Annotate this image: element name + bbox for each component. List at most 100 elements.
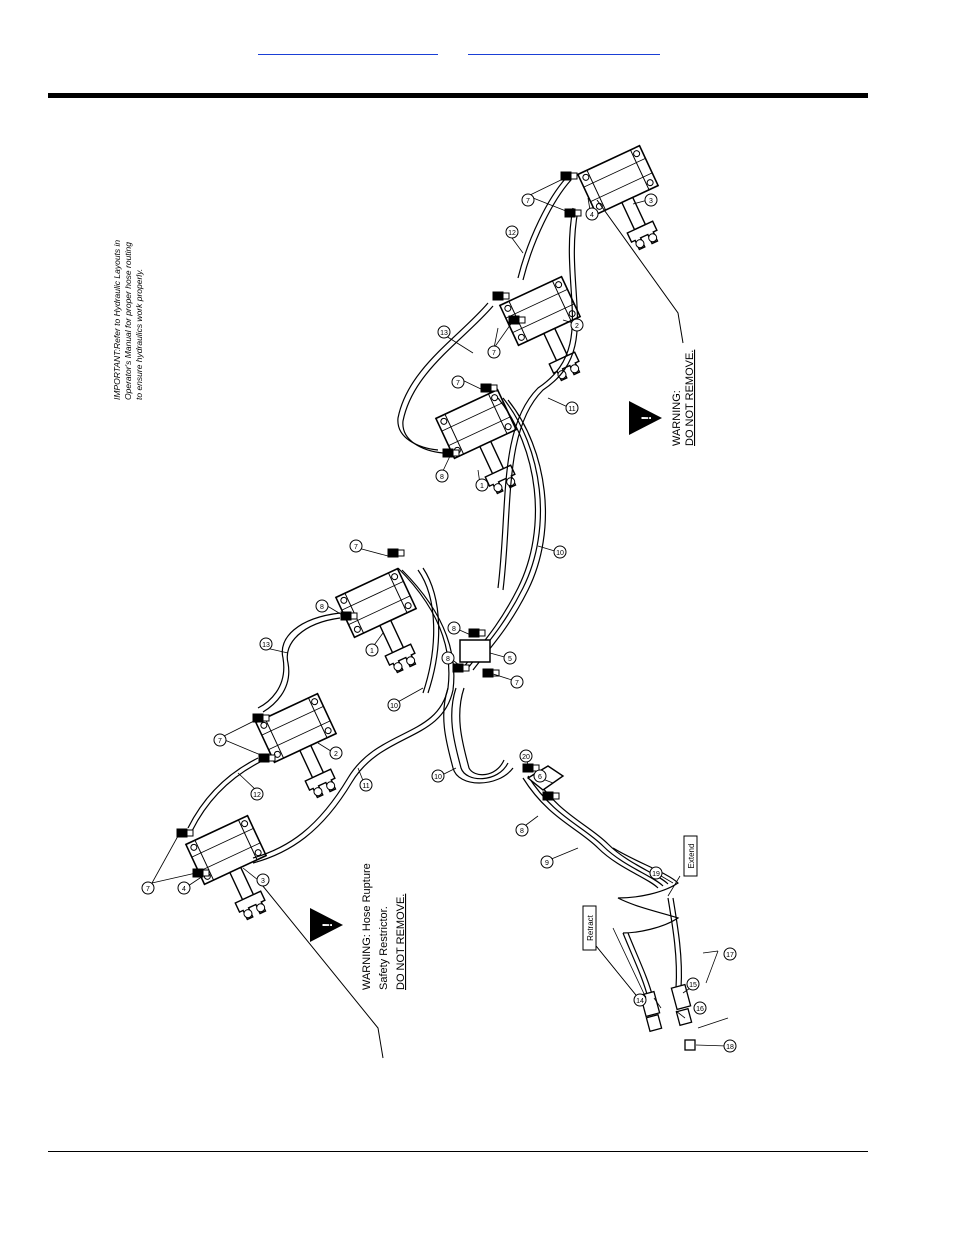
header-link-1[interactable] xyxy=(258,44,438,55)
svg-text:4: 4 xyxy=(182,886,186,893)
svg-text:8: 8 xyxy=(320,604,324,611)
svg-text:18: 18 xyxy=(726,1044,734,1051)
svg-text:Extend: Extend xyxy=(687,844,696,869)
callout-10a: 10 xyxy=(387,698,401,712)
svg-text:!: ! xyxy=(319,923,335,928)
callout-19: 19 xyxy=(649,866,663,880)
svg-text:12: 12 xyxy=(508,230,516,237)
svg-text:IMPORTANT:Refer to Hydraulic L: IMPORTANT:Refer to Hydraulic Layouts in xyxy=(112,240,122,400)
svg-text:2: 2 xyxy=(334,751,338,758)
svg-text:8: 8 xyxy=(452,626,456,633)
manifold-block xyxy=(459,639,491,663)
callout-15: 15 xyxy=(686,977,700,991)
callout-4b: 4 xyxy=(585,207,599,221)
svg-text:to ensure hydraulics work prop: to ensure hydraulics work properly. xyxy=(134,269,144,400)
svg-text:!: ! xyxy=(638,416,654,421)
svg-text:13: 13 xyxy=(262,642,270,649)
svg-text:WARNING: Hose Rupture: WARNING: Hose Rupture xyxy=(361,863,373,990)
callout-4a: 4 xyxy=(177,881,191,895)
svg-text:17: 17 xyxy=(726,952,734,959)
callout-6: 6 xyxy=(533,769,547,783)
svg-text:3: 3 xyxy=(649,198,653,205)
callout-8c: 8 xyxy=(441,651,455,665)
callout-8e: 8 xyxy=(435,469,449,483)
retract-label: Retract xyxy=(582,905,597,951)
callout-16: 16 xyxy=(693,1001,707,1015)
callout-17: 17 xyxy=(723,947,737,961)
svg-text:8: 8 xyxy=(520,828,524,835)
svg-text:15: 15 xyxy=(689,982,697,989)
svg-text:7: 7 xyxy=(526,198,530,205)
callout-2a: 2 xyxy=(329,746,343,760)
callout-5: 5 xyxy=(503,651,517,665)
svg-text:11: 11 xyxy=(568,406,575,413)
svg-text:20: 20 xyxy=(522,754,530,761)
svg-text:11: 11 xyxy=(362,783,369,790)
callout-11b: 11 xyxy=(565,401,579,415)
callout-8a: 8 xyxy=(315,599,329,613)
svg-text:10: 10 xyxy=(556,550,564,557)
callout-7f: 7 xyxy=(487,345,501,359)
callout-1b: 1 xyxy=(475,478,489,492)
callout-12b: 12 xyxy=(505,225,519,239)
callout-7e: 7 xyxy=(521,193,535,207)
svg-text:8: 8 xyxy=(446,656,450,663)
svg-text:7: 7 xyxy=(492,350,496,357)
callout-10b: 10 xyxy=(431,769,445,783)
svg-text:7: 7 xyxy=(146,886,150,893)
callout-7b: 7 xyxy=(213,733,227,747)
warning-right: ! WARNING: DO NOT REMOVE. xyxy=(629,350,696,446)
svg-text:4: 4 xyxy=(590,212,594,219)
callout-12a: 12 xyxy=(250,787,264,801)
svg-text:14: 14 xyxy=(636,998,644,1005)
extend-label: Extend xyxy=(683,835,698,877)
callout-3a: 3 xyxy=(256,873,270,887)
svg-text:Safety Restrictor.: Safety Restrictor. xyxy=(378,906,390,990)
svg-text:7: 7 xyxy=(218,738,222,745)
header-rule xyxy=(48,93,868,98)
callout-3b: 3 xyxy=(644,193,658,207)
svg-text:10: 10 xyxy=(390,703,398,710)
svg-text:13: 13 xyxy=(440,330,448,337)
svg-text:6: 6 xyxy=(538,774,542,781)
callout-7d: 7 xyxy=(510,675,524,689)
footer-rule xyxy=(48,1151,868,1152)
header-link-2[interactable] xyxy=(468,44,660,55)
callout-2b: 2 xyxy=(570,318,584,332)
svg-text:1: 1 xyxy=(480,483,484,490)
callout-7c: 7 xyxy=(349,539,363,553)
callout-13b: 13 xyxy=(437,325,451,339)
svg-text:2: 2 xyxy=(575,323,579,330)
callout-11a: 11 xyxy=(359,778,373,792)
svg-text:19: 19 xyxy=(652,871,660,878)
svg-text:DO NOT REMOVE.: DO NOT REMOVE. xyxy=(395,894,407,990)
callout-10c: 10 xyxy=(553,545,567,559)
svg-text:7: 7 xyxy=(515,680,519,687)
svg-text:1: 1 xyxy=(370,648,374,655)
callout-18: 18 xyxy=(723,1039,737,1053)
svg-text:WARNING:: WARNING: xyxy=(671,390,683,446)
warning-left: ! WARNING: Hose Rupture Safety Restricto… xyxy=(310,863,407,990)
important-note: IMPORTANT:Refer to Hydraulic Layouts in … xyxy=(112,240,144,400)
hydraulic-layout-diagram: 7 4 3 12 7 2 13 8 7 1 11 10 8 8 5 7 10 2… xyxy=(112,144,737,1059)
svg-text:Retract: Retract xyxy=(586,914,595,941)
callout-7g: 7 xyxy=(451,375,465,389)
svg-text:16: 16 xyxy=(696,1006,704,1013)
svg-text:DO NOT REMOVE.: DO NOT REMOVE. xyxy=(684,350,696,446)
callout-7a: 7 xyxy=(141,881,155,895)
svg-text:12: 12 xyxy=(253,792,261,799)
callout-20: 20 xyxy=(519,749,533,763)
svg-text:5: 5 xyxy=(508,656,512,663)
svg-text:7: 7 xyxy=(354,544,358,551)
callout-14: 14 xyxy=(633,993,647,1007)
callout-8b: 8 xyxy=(447,621,461,635)
svg-text:Operator's Manual for proper h: Operator's Manual for proper hose routin… xyxy=(123,242,133,400)
svg-text:7: 7 xyxy=(456,380,460,387)
callout-8d: 8 xyxy=(515,823,529,837)
callout-13a: 13 xyxy=(259,637,273,651)
svg-text:9: 9 xyxy=(545,860,549,867)
callout-1a: 1 xyxy=(365,643,379,657)
svg-text:3: 3 xyxy=(261,878,265,885)
callout-9: 9 xyxy=(540,855,554,869)
svg-text:10: 10 xyxy=(434,774,442,781)
